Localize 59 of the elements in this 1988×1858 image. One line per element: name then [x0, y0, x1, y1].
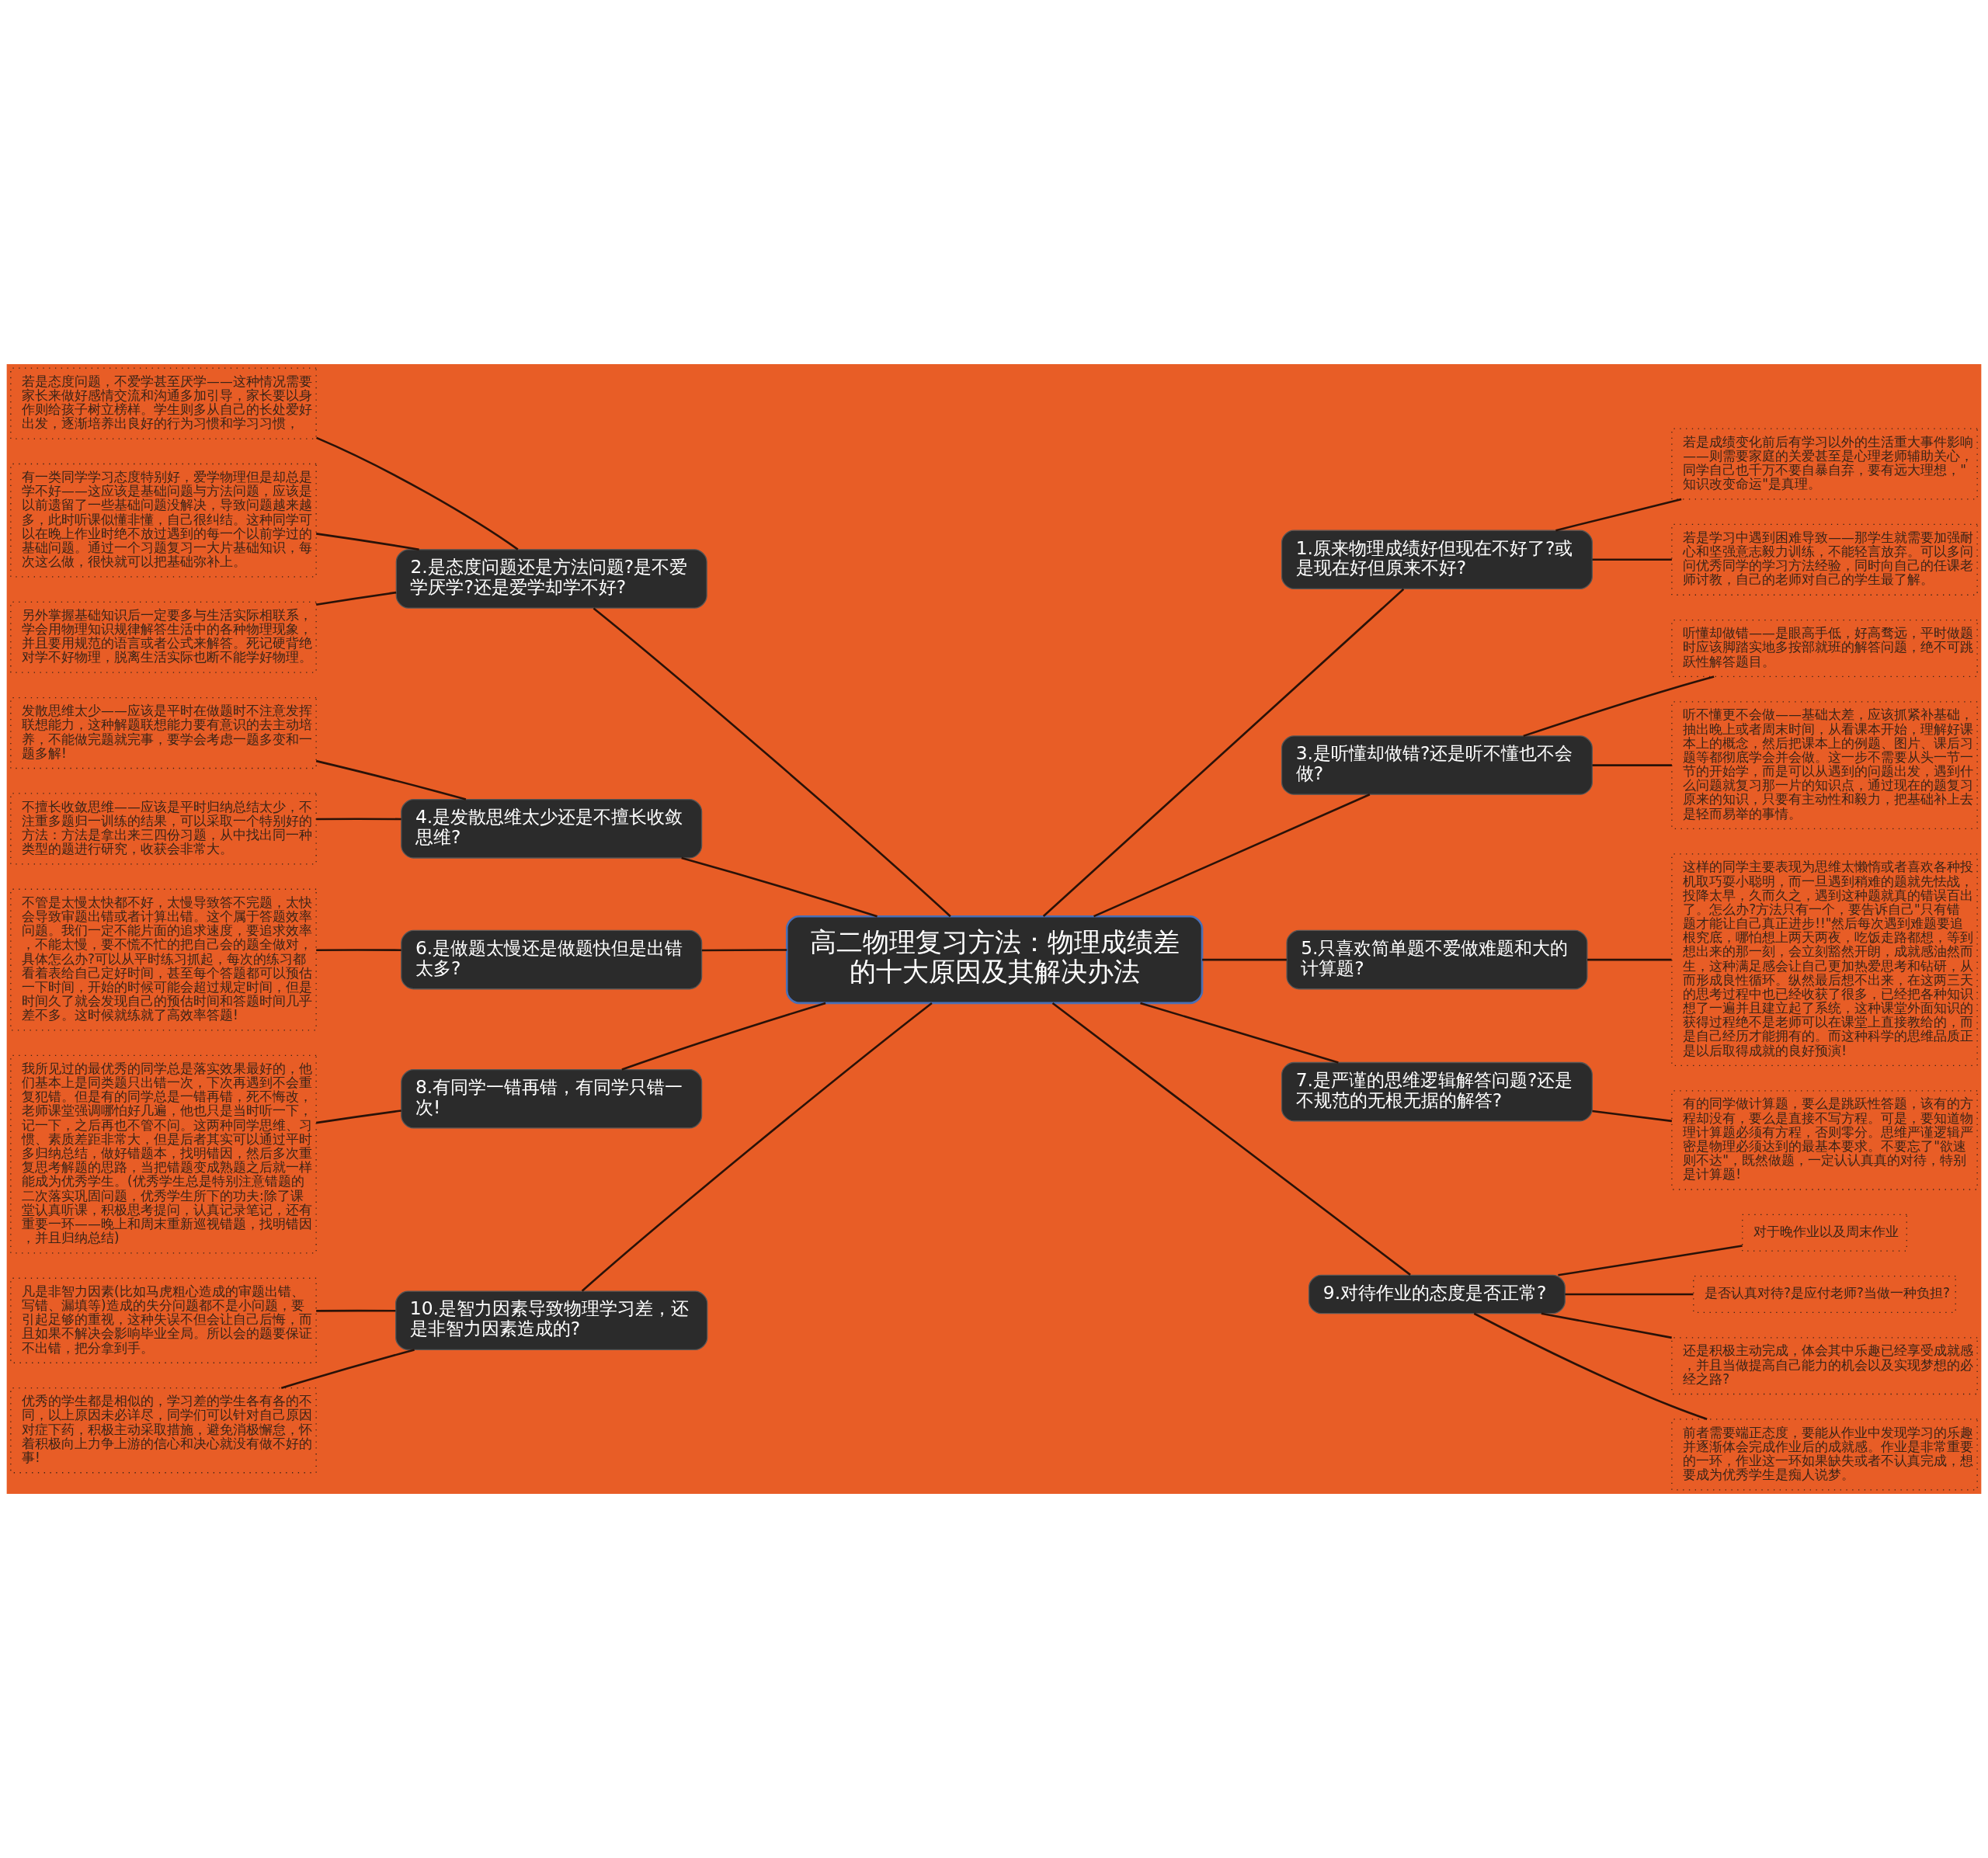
connector — [1592, 1110, 1673, 1123]
node-box: 不管是太慢太快都不好，太慢导致答不完题，太快会导致审题出错或者计算出错。这个属于答题效率问题。我们一定不能片面的追求速度，要追求效率，不能太慢，要不慌不忙的把自己会的题全做对，具体怎么办?可以从平时练习抓起，每次的练习都看着表给自己定好时间，甚至每个答题都可以预估一下时间，开始的时候可能会超过规定时间，但是时间久了就会发现自己的预估时间和答题时间几乎差不多。这时候就练就了高效率答题! — [10, 888, 317, 1031]
connector — [701, 949, 787, 952]
connector — [1140, 1002, 1339, 1064]
connector — [1592, 764, 1672, 766]
node-box: 9.对待作业的态度是否正常? — [1308, 1274, 1566, 1314]
node-box: 1.原来物理成绩好但现在不好了?或是现在好但原来不好? — [1281, 530, 1593, 590]
connector — [315, 759, 467, 801]
node-box: 听懂却做错——是眼高手低，好高骛远，平时做题时应该脚踏实地多按部就班的解答问题，绝不可跳跃性解答题目。 — [1671, 620, 1978, 677]
connector — [316, 1309, 396, 1312]
connector — [681, 856, 878, 918]
node-box: 5.只喜欢简单题不爱做难题和大的计算题? — [1286, 929, 1588, 990]
node-box: 3.是听懂却做错?还是听不懂也不会做? — [1281, 735, 1593, 795]
node-box: 优秀的学生都是相似的，学习差的学生各有各的不同，以上原因未必详尽，同学们可以针对自己原因对症下药，积极主动采取措施，避免消极懈怠，怀着积极向上力争上游的信心和决心就没有做不好的事! — [10, 1387, 317, 1474]
connector — [1587, 958, 1672, 961]
node-box: 高二物理复习方法：物理成绩差的十大原因及其解决办法 — [785, 915, 1204, 1005]
node-box: 有的同学做计算题，要么是跳跃性答题，该有的方程却没有，要么是直接不写方程。可是，要知道物理计算题必须有方程，否则零分。思维严谨逻辑严密是物理必须达到的最基本要求。不要忘了"欲速则不达"，既然做题，一定认认真真的对待，特别是计算题! — [1671, 1090, 1978, 1190]
node-box: 这样的同学主要表现为思维太懒惰或者喜欢各种投机取巧耍小聪明，而一旦遇到稍难的题就先怯战，投降太早，久而久之，遇到这种题就真的错误百出了。怎么办?方法只有一个，要告诉自己"只有错题才能让自己真正进步!!"然后每次遇到难题要追根究底，哪怕想上两天两夜，吃饭走路都想，等到想出来的那一刻，会立刻豁然开朗，成就感油然而生，这种满足感会让自己更加热爱思考和钻研，从而形成良性循环。纵然最后想不出来，在这两三天的思考过程中也已经收获了很多，已经把各种知识想了一遍并且建立起了系统，这种课堂外面知识的获得过程绝不是老师可以在课堂上直接教给的，而是自己经历才能拥有的。而这种科学的思维品质正是以后取得成就的良好预演! — [1671, 853, 1978, 1066]
node-box: 若是态度问题，不爱学甚至厌学——这种情况需要家长来做好感情交流和沟通多加引导，家长要以身作则给孩子树立榜样。学生则多从自己的长处爱好出发，逐渐培养出良好的行为习惯和学习习惯， — [10, 367, 317, 439]
node-box: 凡是非智力因素(比如马虎粗心造成的审题出错、写错、漏填等)造成的失分问题都不是小问题，要引起足够的重视，这种失误不但会让自己后悔，而且如果不解决会影响毕业全局。所以会的题要保证不出错，把分拿到手。 — [10, 1277, 317, 1363]
connector — [1541, 1312, 1672, 1339]
node-box: 若是学习中遇到困难导致——那学生就需要加强耐心和坚强意志毅力训练，不能轻言放弃。可以多问问优秀同学的学习方法经验，同时向自己的任课老师讨教，自己的老师对自己的学生最了解。 — [1671, 523, 1978, 596]
node-box: 若是成绩变化前后有学习以外的生活重大事件影响——则需要家庭的关爱甚至是心理老师辅助关心，同学自己也千万不要自暴自弃，要有远大理想，"知识改变命运"是真理。 — [1671, 428, 1978, 500]
node-box: 发散思维太少——应该是平时在做题时不注意发挥联想能力，这种解题联想能力要有意识的去主动培养，不能做完题就完事，要学会考虑一题多变和一题多解! — [10, 696, 317, 769]
connector — [1565, 1293, 1694, 1296]
node-box: 7.是严谨的思维逻辑解答问题?还是不规范的无根无据的解答? — [1281, 1061, 1593, 1122]
connector — [1042, 588, 1405, 917]
node-box: 8.有同学一错再错，有同学只错一次! — [401, 1068, 703, 1129]
connector — [1523, 675, 1715, 738]
node-box: 是否认真对待?是应付老师?当做一种负担? — [1693, 1276, 1956, 1313]
node-box: 有一类同学学习态度特别好，爱学物理但是却总是学不好——这应该是基础问题与方法问题，应该是以前遗留了一些基础问题没解决，导致问题越来越多，此时听课似懂非懂，自己很纠结。这种同学可以在晚上作业时绝不放过遇到的每一个以前学过的基础问题。通过一个习题复习一大片基础知识，每次这么做，很快就可以把基础弥补上。 — [10, 463, 317, 578]
node-box: 我所见过的最优秀的同学总是落实效果最好的，他们基本上是同类题只出错一次，下次再遇到不会重复犯错。但是有的同学总是一错再错，死不悔改，老师课堂强调哪怕好几遍，他也只是当时听一下，记一下，之后再也不管不问。这两种同学思维、习惯、素质差距非常大，但是后者其实可以通过平时多归纳总结，做好错题本，找明错因，然后多次重复思考解题的思路，当把错题变成熟题之后就一样能成为优秀学生。(优秀学生总是特别注意错题的二次落实巩固问题，优秀学生所下的功夫:除了课堂认真听课，积极思考提问，认真记录笔记，还有重要一环——晚上和周末重新巡视错题，找明错因，并且归纳总结) — [10, 1054, 317, 1254]
connector — [316, 591, 397, 606]
connector — [1473, 1312, 1708, 1421]
connector — [1202, 958, 1287, 961]
node-box: 2.是态度问题还是方法问题?是不爱学厌学?还是爱学却学不好? — [395, 549, 707, 609]
connector — [1093, 794, 1371, 918]
connector — [316, 949, 401, 952]
connector — [316, 436, 519, 550]
connector — [1558, 1245, 1743, 1276]
node-box: 6.是做题太慢还是做题快但是出错太多? — [401, 929, 703, 990]
node-box: 另外掌握基础知识后一定要多与生活实际相联系，学会用物理知识规律解答生活中的各种物理现象，并且要用规范的语言或者公式来解答。死记硬背绝对学不好物理，脱离生活实际也断不能学好物理。 — [10, 601, 317, 673]
node-box: 不擅长收敛思维——应该是平时归纳总结太少，不注重多题归一训练的结果，可以采取一个特别好的方法：方法是拿出来三四份习题，从中找出同一种类型的题进行研究，收获会非常大。 — [10, 793, 317, 865]
node-box: 听不懂更不会做——基础太差，应该抓紧补基础，抽出晚上或者周末时间，从看课本开始，理解好课本上的概念，然后把课本上的例题、图片、课后习题等都彻底学会并会做。这一步不需要从头一节一节的开始学，而是可以从遇到的问题出发，遇到什么问题就复习那一片的知识点，通过现在的题复习原来的知识，只要有主动性和毅力，把基础补上去是轻而易举的事情。 — [1671, 701, 1978, 829]
connector — [1051, 1002, 1411, 1276]
connector — [316, 818, 401, 821]
node-box: 10.是智力因素导致物理学习差，还是非智力因素造成的? — [395, 1290, 708, 1351]
node-box: 前者需要端正态度，要能从作业中发现学习的乐趣并逐渐体会完成作业后的成就感。作业是非常重要的一环，作业这一环如果缺失或者不认真完成，想要成为优秀学生是痴人说梦。 — [1671, 1419, 1978, 1491]
connector — [280, 1349, 415, 1389]
connector — [593, 607, 951, 918]
connector — [1555, 498, 1682, 532]
node-box: 还是积极主动完成，体会其中乐趣已经享受成就感，并且当做提高自己能力的机会以及实现梦想的必经之路? — [1671, 1337, 1978, 1395]
node-box: 对于晚作业以及周末作业 — [1742, 1214, 1907, 1252]
connector — [316, 533, 419, 551]
connector — [316, 1110, 401, 1124]
connector — [1592, 558, 1672, 561]
connector — [621, 1002, 826, 1071]
node-box: 4.是发散思维太少还是不擅长收敛思维? — [401, 799, 703, 859]
connector — [581, 1002, 933, 1292]
